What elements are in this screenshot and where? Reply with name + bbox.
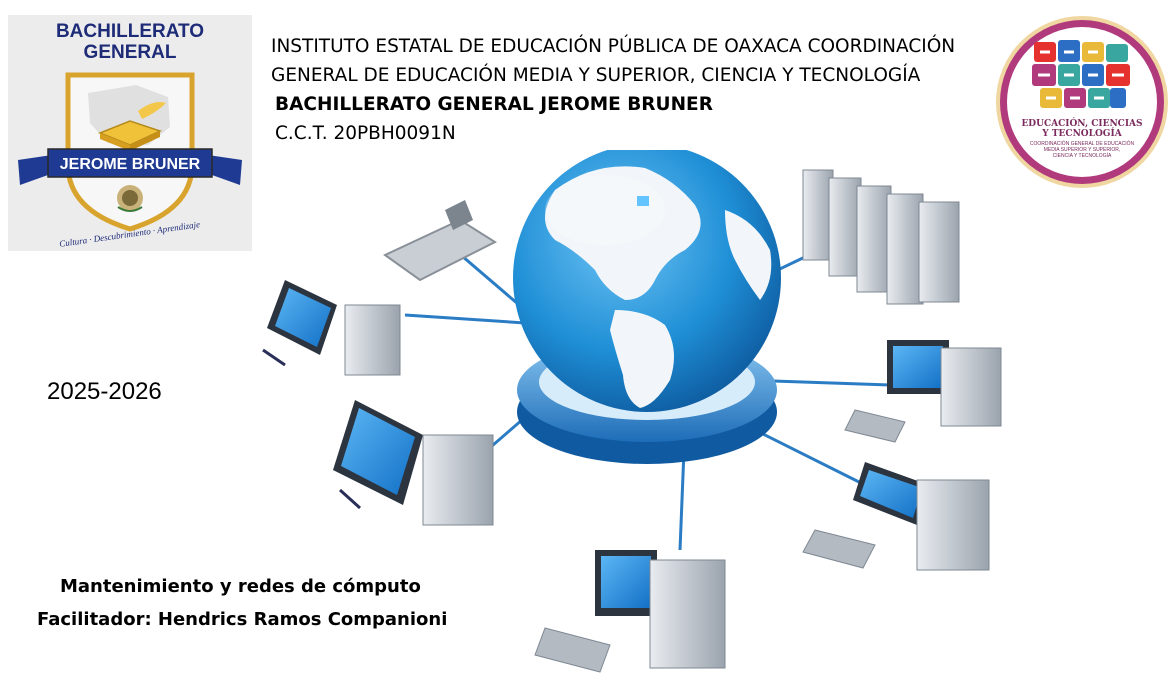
- workstation-right-top: [844, 340, 1002, 443]
- dept-sub-line2: MEDIA SUPERIOR Y SUPERIOR,: [1044, 147, 1121, 153]
- network-illustration: [262, 150, 1002, 673]
- school-name: BACHILLERATO GENERAL JEROME BRUNER: [275, 94, 713, 115]
- dept-title-line1: EDUCACIÓN, CIENCIAS: [1021, 117, 1142, 129]
- eagle-icon: [117, 185, 143, 212]
- laptop-device: [383, 200, 498, 282]
- server-rack: [802, 169, 960, 305]
- dept-sub-line3: CIENCIA Y TECNOLOGÍA: [1053, 152, 1112, 159]
- school-year: 2025-2026: [47, 378, 162, 405]
- dept-sub-line1: COORDINACIÓN GENERAL DE EDUCACIÓN: [1030, 140, 1135, 147]
- institution-header: INSTITUTO ESTATAL DE EDUCACIÓN PÚBLICA D…: [271, 32, 1001, 148]
- school-logo: BACHILLERATO GENERAL JEROME BRUNER Cultu…: [8, 15, 252, 251]
- course-title: Mantenimiento y redes de cómputo: [60, 576, 421, 597]
- workstation-bottom: [534, 550, 726, 673]
- logo-banner-text: JEROME BRUNER: [60, 156, 201, 173]
- globe-icon: [513, 150, 781, 412]
- workstation-left-bottom: [333, 400, 494, 526]
- header-line-2: GENERAL DE EDUCACIÓN MEDIA Y SUPERIOR, C…: [271, 65, 921, 86]
- school-cct: C.C.T. 20PBH0091N: [275, 123, 456, 144]
- workstation-left-top: [262, 280, 401, 376]
- dept-title-line2: Y TECNOLOGÍA: [1041, 127, 1122, 139]
- workstation-right-middle: [802, 462, 990, 571]
- book-icon: [97, 102, 166, 151]
- logo-title-line2: GENERAL: [84, 42, 177, 63]
- header-line-1: INSTITUTO ESTATAL DE EDUCACIÓN PÚBLICA D…: [271, 36, 956, 57]
- glyph-mosaic-icon: [1032, 40, 1130, 108]
- logo-title-line1: BACHILLERATO: [56, 21, 204, 42]
- department-logo: EDUCACIÓN, CIENCIAS Y TECNOLOGÍA COORDIN…: [996, 16, 1168, 188]
- facilitator-name: Facilitador: Hendrics Ramos Companioni: [37, 609, 448, 630]
